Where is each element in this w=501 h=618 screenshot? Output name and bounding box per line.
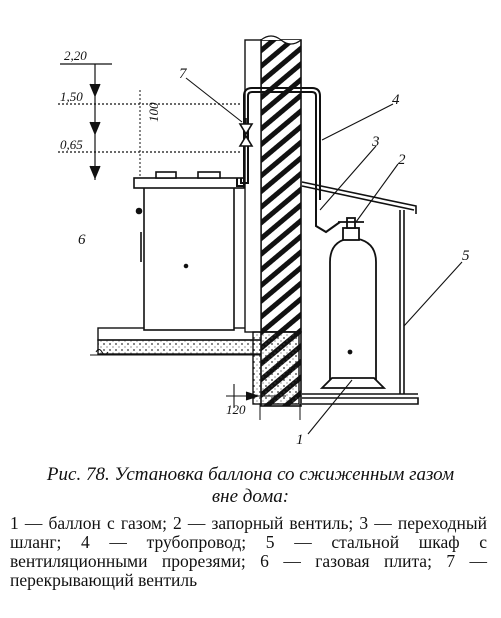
caption-title-line1: Рис. 78. Установка баллона со сжиженным … bbox=[46, 464, 455, 485]
callout-5: 5 bbox=[462, 248, 470, 264]
gas-pipeline bbox=[236, 87, 341, 234]
level-label-mid: 1,50 bbox=[60, 89, 83, 104]
figure-caption: Рис. 78. Установка баллона со сжиженным … bbox=[0, 464, 501, 590]
callout-1: 1 bbox=[296, 432, 304, 448]
floor-slab bbox=[90, 327, 267, 356]
dimension-120 bbox=[226, 384, 286, 408]
dimension-levels bbox=[58, 63, 240, 180]
callout-7: 7 bbox=[179, 66, 188, 82]
callout-leaders bbox=[185, 77, 463, 435]
shutoff-valve bbox=[238, 118, 254, 147]
dimension-120-label: 120 bbox=[226, 402, 246, 417]
dimension-100-label: 100 bbox=[146, 102, 161, 122]
callout-6: 6 bbox=[78, 232, 86, 248]
level-label-low: 0,65 bbox=[60, 137, 83, 152]
gas-stove bbox=[133, 171, 245, 331]
callout-3: 3 bbox=[371, 134, 380, 150]
installation-diagram: 2,20 1,50 0,65 100 bbox=[58, 35, 470, 448]
caption-legend: 1 — баллон с газом; 2 — запорный вентиль… bbox=[10, 513, 487, 590]
callout-2: 2 bbox=[398, 152, 406, 168]
callout-4: 4 bbox=[392, 92, 400, 108]
caption-title-line2: вне дома: bbox=[211, 486, 290, 507]
house-wall bbox=[244, 35, 302, 420]
gas-cylinder bbox=[319, 217, 387, 389]
steel-cabinet bbox=[301, 181, 419, 405]
level-label-top: 2,20 bbox=[64, 48, 87, 63]
